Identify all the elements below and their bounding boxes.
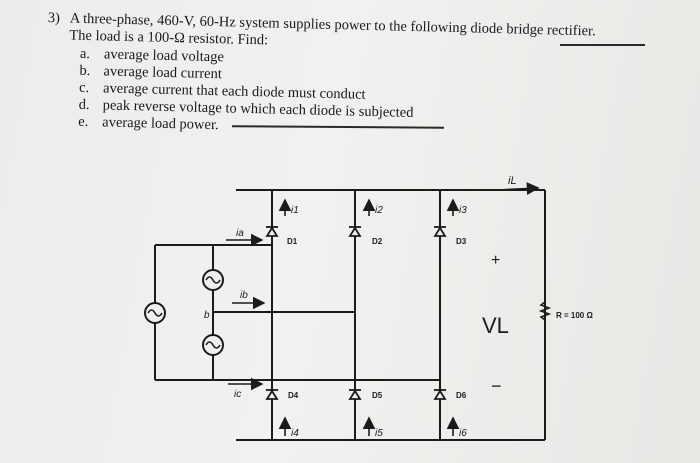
plus-sign: + [491,252,500,269]
diode-d3-icon [433,226,447,237]
load-current-arrow [496,182,540,195]
phase-c-current-label: ic [234,389,241,400]
diode-d6-icon [433,389,447,400]
diode-d5-icon [348,389,362,400]
load-resistor-icon [538,301,552,321]
i1-label: i1 [291,205,299,216]
load-current-label: iL [508,175,517,187]
diode-d1-icon [265,226,279,237]
phase-b-current-label: ib [240,290,248,301]
i3-label: i3 [459,205,467,216]
diode-d5-label: D5 [372,391,383,400]
diode-d6-label: D6 [456,391,467,400]
i5-label: i5 [375,428,383,439]
diode-d4-icon [265,389,279,400]
minus-sign: − [491,376,502,396]
diode-d1-label: D1 [287,237,298,246]
i4-label: i4 [291,428,299,439]
resistor-value-label: R = 100 Ω [556,311,593,320]
phase-a-current-label: ia [236,228,244,239]
diode-d3-label: D3 [456,237,467,246]
pen-underline-mark [560,44,645,46]
i6-label: i6 [459,428,467,439]
load-voltage-label: VL [482,313,509,338]
diode-d4-label: D4 [288,391,299,400]
diode-d2-icon [348,226,362,237]
diode-d2-label: D2 [372,237,383,246]
i2-label: i2 [375,205,383,216]
node-b-label: b [204,310,210,321]
